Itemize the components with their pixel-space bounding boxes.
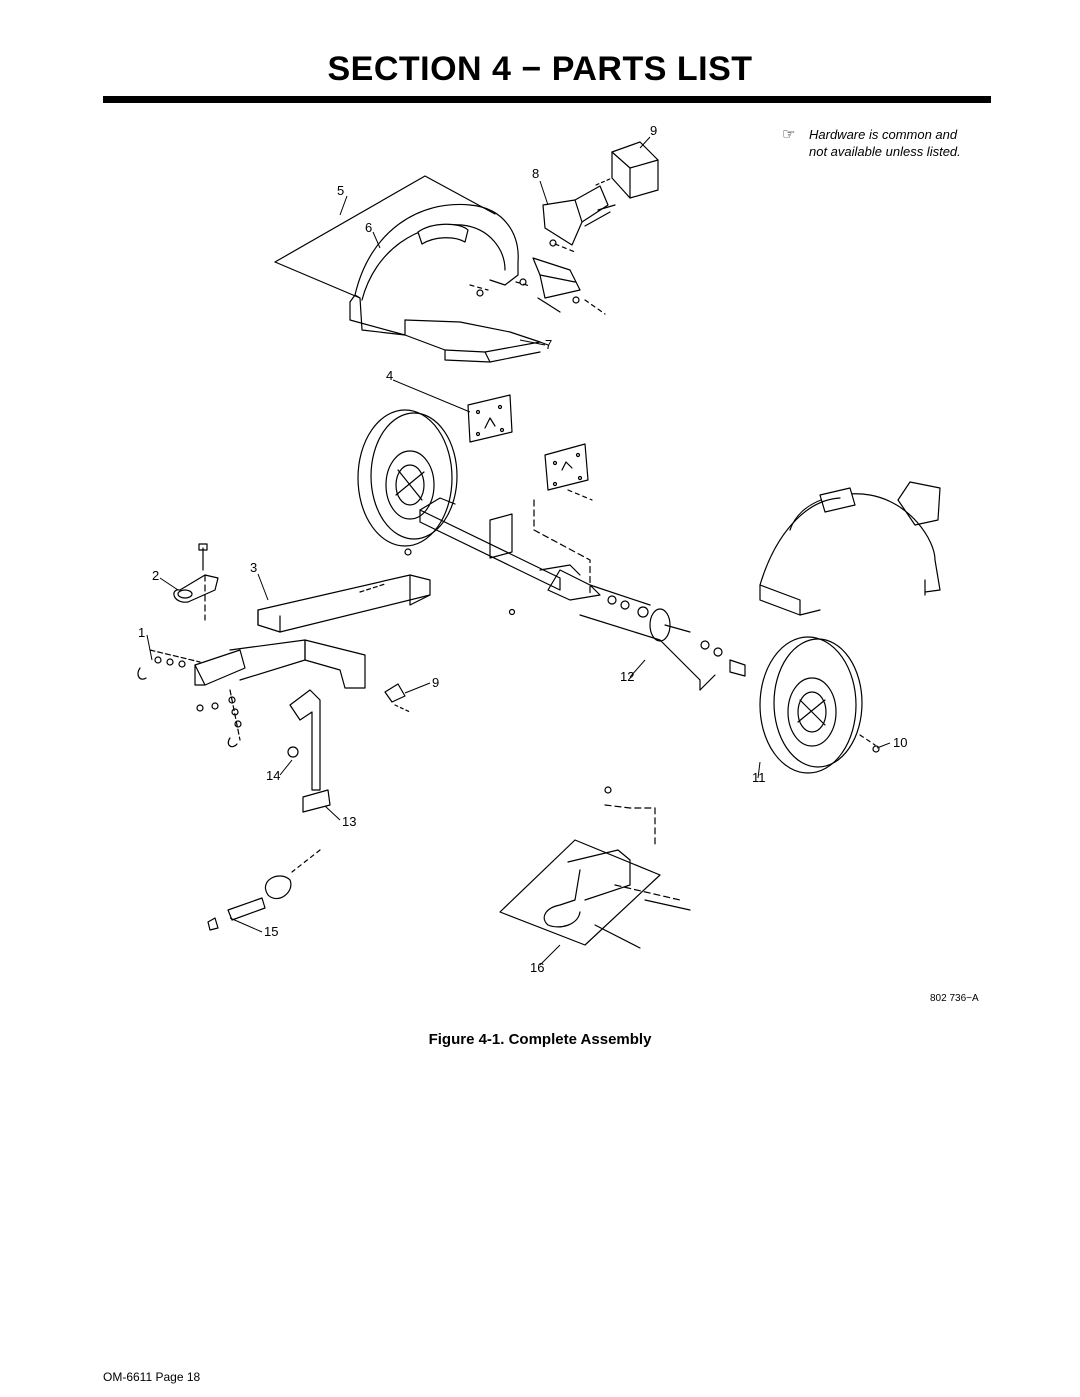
figure-caption: Figure 4-1. Complete Assembly <box>428 1031 652 1048</box>
mounting-plate-right <box>544 443 593 501</box>
callout-label: 12 <box>620 669 634 684</box>
callout-label: 16 <box>530 960 544 975</box>
callout-label: 9 <box>650 123 657 138</box>
hub-spindle <box>547 569 746 691</box>
callout-label: 3 <box>250 560 257 575</box>
mounting-plate-left <box>467 394 513 443</box>
trailer-tongue-frame <box>194 574 431 689</box>
lunette-eye <box>173 543 219 621</box>
callout-label: 4 <box>386 368 393 383</box>
fender-right <box>759 481 941 616</box>
lamp-bracket <box>542 185 611 253</box>
breakaway-switch <box>207 849 321 931</box>
callout-label: 7 <box>545 337 552 352</box>
callout-label: 9 <box>432 675 439 690</box>
wheel-left <box>357 409 458 547</box>
title-rule <box>103 96 991 103</box>
pointing-hand-icon: ☞ <box>782 126 796 143</box>
page-footer: OM-6611 Page 18 <box>103 1370 201 1384</box>
tongue-jack <box>287 689 331 813</box>
safety-chain-right <box>196 689 242 748</box>
axle-tube <box>419 497 591 596</box>
coupler-assembly <box>499 786 691 949</box>
fender-bracket-top <box>469 257 606 315</box>
callout-label: 13 <box>342 814 356 829</box>
fender-assembly-top <box>274 175 549 363</box>
callout-labels: 1 2 3 4 5 6 7 8 9 9 10 11 12 13 14 15 16 <box>138 123 907 975</box>
wheel-right <box>759 636 880 774</box>
callout-label: 5 <box>337 183 344 198</box>
tail-lamp-top <box>595 141 659 211</box>
callout-label: 15 <box>264 924 278 939</box>
page-title: SECTION 4 − PARTS LIST <box>327 50 753 88</box>
callout-label: 10 <box>893 735 907 750</box>
callout-label: 8 <box>532 166 539 181</box>
note-line-2: not available unless listed. <box>809 144 961 159</box>
safety-chain-left <box>137 649 201 680</box>
callout-label: 2 <box>152 568 159 583</box>
callout-label: 11 <box>752 770 766 785</box>
frame-hardware <box>359 548 716 713</box>
callout-label: 14 <box>266 768 280 783</box>
note-line-1: Hardware is common and <box>809 127 958 142</box>
callout-label: 1 <box>138 625 145 640</box>
drawing-number: 802 736−A <box>930 993 979 1004</box>
exploded-assembly-diagram: 1 2 3 4 5 6 7 8 9 9 10 11 12 13 14 15 16 <box>137 123 941 975</box>
callout-label: 6 <box>365 220 372 235</box>
